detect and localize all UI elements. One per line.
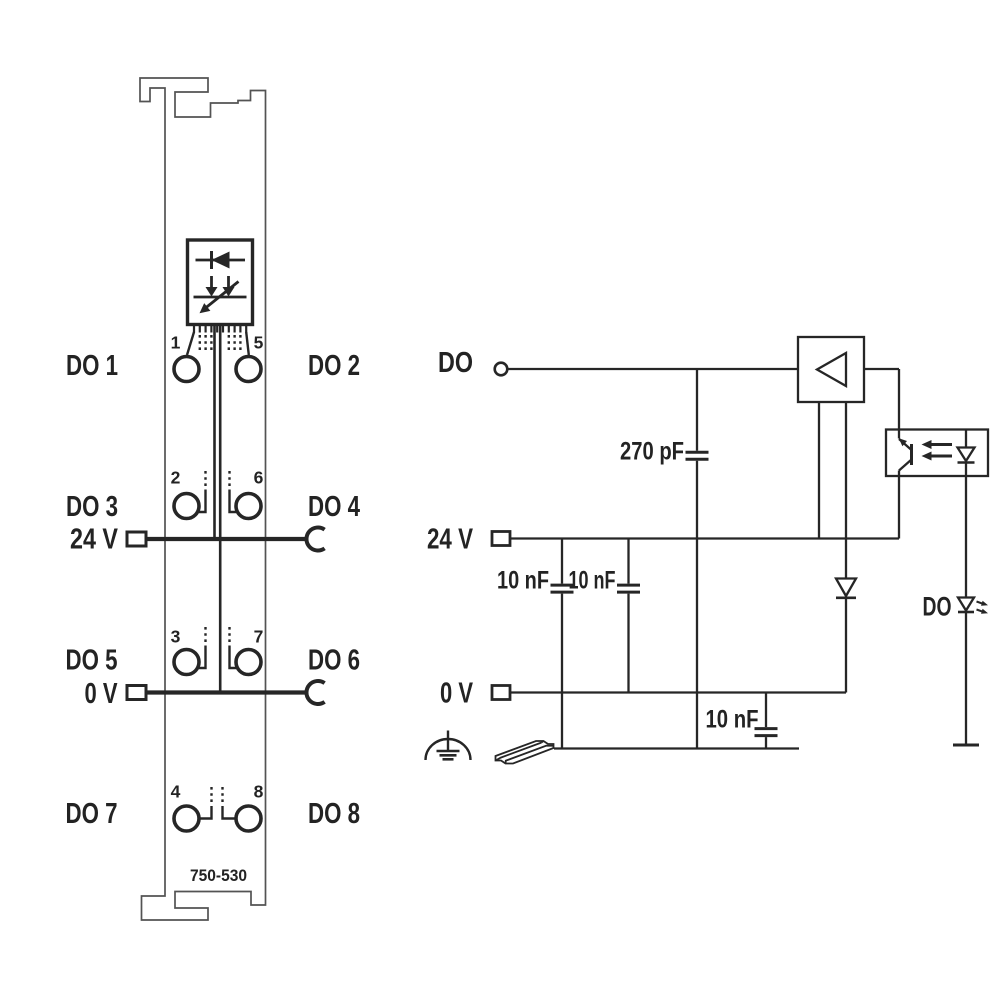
din-rail-icon [494,740,555,765]
terminal-number-6: 6 [254,468,264,488]
ribbon-comb [192,324,248,333]
terminal-5 [234,354,263,384]
cap-10nf-label-3: 10 nF [706,706,759,734]
status-led-label: DO [923,592,952,622]
module-labels: DO 1 DO 2 DO 3 DO 4 24 V DO 5 DO 6 0 V D… [66,333,361,886]
led-block [185,238,255,327]
terminal-2-hook [199,469,207,514]
channel-label-do1: DO 1 [66,350,118,382]
earth-ground-icon [424,730,472,761]
terminal-number-1: 1 [171,333,181,353]
terminal-number-2: 2 [171,468,181,488]
do-input-terminal [493,361,509,377]
module-24v-label: 24 V [70,524,119,556]
terminal-8 [234,804,263,833]
led-emission-arrows-icon [976,600,988,614]
terminal-2 [172,491,201,521]
sch-do-label: DO [438,347,473,379]
cap-10nf-label-2: 10 nF [569,567,616,595]
io-module-drawing: DO 1 DO 2 DO 3 DO 4 24 V DO 5 DO 6 0 V D… [66,77,361,921]
terminal-7-hook [228,625,236,670]
module-0v-socket [304,679,326,706]
phototransistor-icon [897,429,913,476]
capacitor-270pf [685,369,709,749]
channel-label-do8: DO 8 [308,798,360,830]
module-0v-plug [125,684,148,701]
terminal-6-hook [228,469,236,514]
terminal-3 [172,647,201,677]
module-24v-socket [304,525,326,553]
freewheel-diode-icon [834,577,858,693]
diode-icon [195,251,245,269]
channel-label-do3: DO 3 [66,491,118,523]
terminal-8-hook [221,786,236,820]
status-led-branch [953,476,988,747]
terminal-number-4: 4 [171,782,181,802]
channel-label-do2: DO 2 [308,350,360,382]
terminal-number-8: 8 [254,782,264,802]
module-0v-label: 0 V [85,678,118,710]
terminal-1 [172,354,201,384]
capacitor-10nf-zero-earth [754,692,778,749]
cap-270pf-label: 270 pF [620,438,684,466]
module-24v-plug [125,530,148,548]
terminal-rows [172,354,263,833]
led-arrows-icon [193,276,247,314]
led-block-frame [185,238,255,327]
terminal-4-hook [199,786,213,820]
terminal-6 [234,491,263,521]
sch-0v-terminal [490,684,512,701]
capacitor-10nf-supply-zero [617,538,640,693]
ribbon-connector [185,324,250,693]
channel-label-do6: DO 6 [308,645,360,677]
module-power-feeds [125,525,326,706]
schematic-labels: DO 24 V 0 V 270 pF 10 nF 10 nF 10 nF DO [427,347,952,734]
terminal-7 [234,647,263,677]
terminal-number-7: 7 [254,627,264,647]
cap-10nf-label-1: 10 nF [497,567,549,595]
sch-24v-terminal [490,530,512,547]
sch-0v-label: 0 V [440,678,473,710]
ribbon-stem-left [185,331,196,356]
light-coupling-arrows-icon [921,440,952,461]
amplifier-symbol [796,335,866,404]
terminal-3-hook [199,625,207,670]
channel-label-do7: DO 7 [66,798,118,830]
channel-label-do5: DO 5 [66,645,118,677]
amplifier-triangle-icon [814,351,848,388]
optocoupler-symbol [884,428,990,478]
ribbon-stem-right [245,331,250,356]
status-led-icon [955,596,988,614]
sch-24v-label: 24 V [427,524,473,556]
terminal-number-3: 3 [171,627,181,647]
capacitor-10nf-supply-earth [550,538,574,749]
terminal-number-5: 5 [254,333,264,353]
channel-label-do4: DO 4 [308,491,360,523]
part-number: 750-530 [190,867,247,885]
terminal-4 [172,804,201,833]
circuit-schematic: DO 24 V 0 V 270 pF 10 nF 10 nF 10 nF DO [424,335,990,765]
ribbon-dotted-lines [198,335,242,353]
opto-led-icon [955,429,977,476]
